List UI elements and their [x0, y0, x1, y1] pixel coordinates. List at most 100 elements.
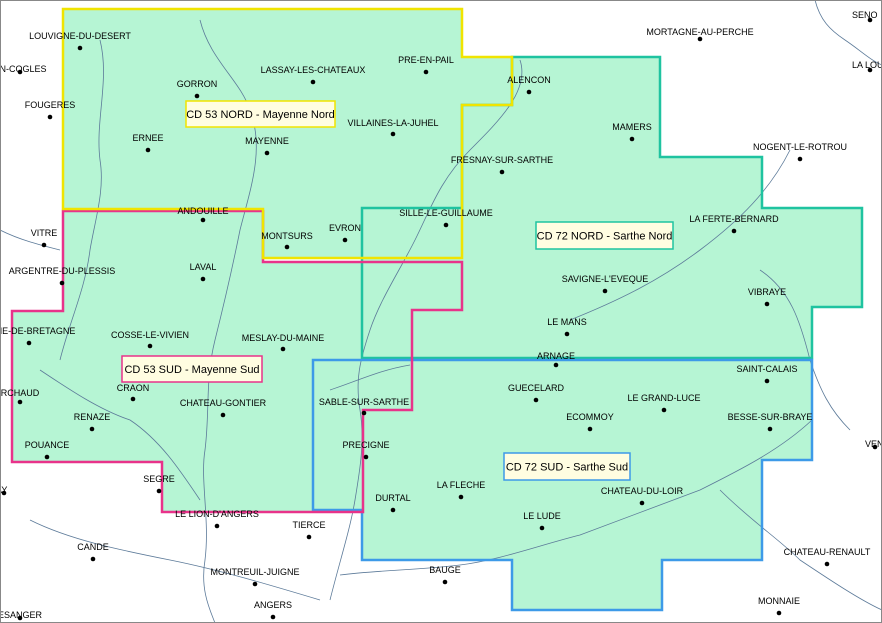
town-marker[interactable]: PRE-EN-PAIL: [398, 55, 454, 75]
town-marker[interactable]: LA LOU: [852, 60, 882, 73]
town-dot: [697, 36, 703, 42]
town-marker[interactable]: ARNAGE: [537, 351, 575, 368]
town-marker[interactable]: VEN: [865, 439, 882, 450]
town-marker[interactable]: CHATEAU-RENAULT: [784, 547, 871, 567]
town-marker[interactable]: FOUGERES: [25, 100, 76, 120]
town-marker[interactable]: SEGRE: [143, 474, 175, 494]
town-marker[interactable]: ANDOUILLE: [177, 206, 229, 223]
town-marker[interactable]: VITRE: [31, 228, 58, 248]
town-marker[interactable]: RENAZE: [74, 412, 111, 432]
town-marker[interactable]: LAVAL: [190, 262, 217, 282]
town-label: RENAZE: [74, 412, 111, 422]
town-label: MESLAY-DU-MAINE: [242, 333, 325, 343]
town-marker[interactable]: DURTAL: [375, 493, 411, 513]
town-marker[interactable]: LA FERTE-BERNARD: [689, 214, 779, 234]
town-label: VITRE: [31, 228, 58, 238]
town-dot: [1, 490, 7, 496]
town-marker[interactable]: LE MANS: [547, 317, 587, 337]
town-label: CHATEAU-GONTIER: [180, 398, 267, 408]
town-marker[interactable]: EVRON: [329, 223, 361, 243]
town-marker[interactable]: MESLAY-DU-MAINE: [242, 333, 325, 352]
town-marker[interactable]: VILLAINES-LA-JUHEL: [347, 118, 439, 137]
zone-label-cd53-sud[interactable]: CD 53 SUD - Mayenne Sud: [121, 355, 263, 383]
town-label: LE LION-D'ANGERS: [175, 509, 259, 519]
town-dot: [194, 93, 200, 99]
zone-borders: [10, 7, 864, 612]
town-dot: [363, 454, 369, 460]
town-marker[interactable]: MAYENNE: [245, 136, 289, 156]
town-label: LAVAL: [190, 262, 217, 272]
zone-label-box: [121, 355, 263, 383]
town-dot: [602, 288, 608, 294]
town-marker[interactable]: ECOMMOY: [566, 412, 614, 432]
town-marker[interactable]: POUANCE: [25, 440, 70, 460]
town-marker[interactable]: LA FLECHE: [437, 480, 486, 500]
town-marker[interactable]: AY: [0, 485, 7, 496]
town-label: LASSAY-LES-CHATEAUX: [261, 65, 366, 75]
town-label: ANDOUILLE: [177, 206, 228, 216]
town-marker[interactable]: LASSAY-LES-CHATEAUX: [261, 65, 366, 85]
town-label: COSSE-LE-VIVIEN: [111, 330, 189, 340]
town-marker[interactable]: VIBRAYE: [748, 287, 786, 307]
town-marker[interactable]: BAUGE: [429, 565, 461, 585]
town-label: EVRON: [329, 223, 361, 233]
town-label: LE MANS: [547, 317, 587, 327]
town-dot: [390, 507, 396, 513]
town-marker[interactable]: SENO: [852, 10, 878, 23]
town-label: LA LOU: [852, 60, 882, 70]
zone-border-cd53-sud[interactable]: [10, 209, 464, 514]
zone-border-cd53-nord[interactable]: [61, 7, 514, 260]
town-marker[interactable]: RCHAUD: [1, 388, 40, 405]
town-marker[interactable]: COSSE-LE-VIVIEN: [111, 330, 189, 349]
town-marker[interactable]: LE LION-D'ANGERS: [175, 509, 259, 529]
town-marker[interactable]: MAMERS: [612, 122, 652, 142]
town-label: POUANCE: [25, 440, 70, 450]
town-marker[interactable]: RCHE-DE-BRETAGNE: [0, 326, 75, 346]
town-label: CANDE: [77, 542, 109, 552]
town-marker[interactable]: LE LUDE: [523, 511, 561, 531]
town-marker[interactable]: CHATEAU-GONTIER: [180, 398, 267, 418]
zone-label-text: CD 72 NORD - Sarthe Nord: [537, 231, 673, 243]
town-marker[interactable]: ESANGER: [0, 610, 43, 621]
town-marker[interactable]: ALENCON: [507, 75, 551, 95]
town-marker[interactable]: CANDE: [77, 542, 109, 562]
town-marker[interactable]: BESSE-SUR-BRAYE: [728, 412, 813, 432]
town-dot: [342, 237, 348, 243]
town-dot: [361, 410, 367, 416]
town-dot: [423, 69, 429, 75]
town-marker[interactable]: GORRON: [177, 79, 218, 99]
town-label: MONTSURS: [261, 231, 313, 241]
town-marker[interactable]: MORTAGNE-AU-PERCHE: [646, 27, 754, 42]
town-marker[interactable]: ARGENTRE-DU-PLESSIS: [9, 266, 116, 286]
town-marker[interactable]: TIERCE: [292, 520, 326, 540]
town-marker[interactable]: PRECIGNE: [342, 440, 390, 460]
town-marker[interactable]: SILLE-LE-GUILLAUME: [399, 208, 493, 228]
town-marker[interactable]: MONTREUIL-JUIGNE: [210, 567, 300, 587]
zone-label-cd53-nord[interactable]: CD 53 NORD - Mayenne Nord: [185, 100, 336, 128]
town-marker[interactable]: ANGERS: [254, 600, 292, 620]
town-marker[interactable]: FRESNAY-SUR-SARTHE: [451, 155, 553, 175]
town-marker[interactable]: GUECELARD: [508, 383, 565, 403]
river-oudon: [39, 369, 201, 501]
town-marker[interactable]: CHATEAU-DU-LOIR: [601, 486, 684, 506]
town-marker[interactable]: SAINT-CALAIS: [736, 364, 798, 384]
town-dot: [270, 614, 276, 620]
town-marker[interactable]: MONNAIE: [758, 596, 800, 616]
town-dot: [214, 523, 220, 529]
town-marker[interactable]: SABLE-SUR-SARTHE: [319, 397, 409, 416]
town-label: RCHAUD: [1, 388, 40, 398]
town-dot: [47, 114, 53, 120]
town-marker[interactable]: CRAON: [117, 383, 150, 402]
town-marker[interactable]: LE GRAND-LUCE: [627, 393, 701, 413]
town-label: ESANGER: [0, 610, 43, 620]
town-marker[interactable]: ERNEE: [132, 133, 164, 153]
town-marker[interactable]: NOGENT-LE-ROTROU: [753, 142, 847, 162]
town-label: SAVIGNE-L'EVEQUE: [562, 274, 649, 284]
town-marker[interactable]: LOUVIGNE-DU-DESERT: [29, 31, 131, 51]
zone-label-cd72-nord[interactable]: CD 72 NORD - Sarthe Nord: [535, 221, 674, 250]
zone-label-cd72-sud[interactable]: CD 72 SUD - Sarthe Sud: [503, 452, 631, 481]
town-marker[interactable]: EN-COGLES: [0, 64, 47, 75]
town-marker[interactable]: MONTSURS: [261, 231, 313, 250]
town-marker[interactable]: SAVIGNE-L'EVEQUE: [562, 274, 649, 294]
